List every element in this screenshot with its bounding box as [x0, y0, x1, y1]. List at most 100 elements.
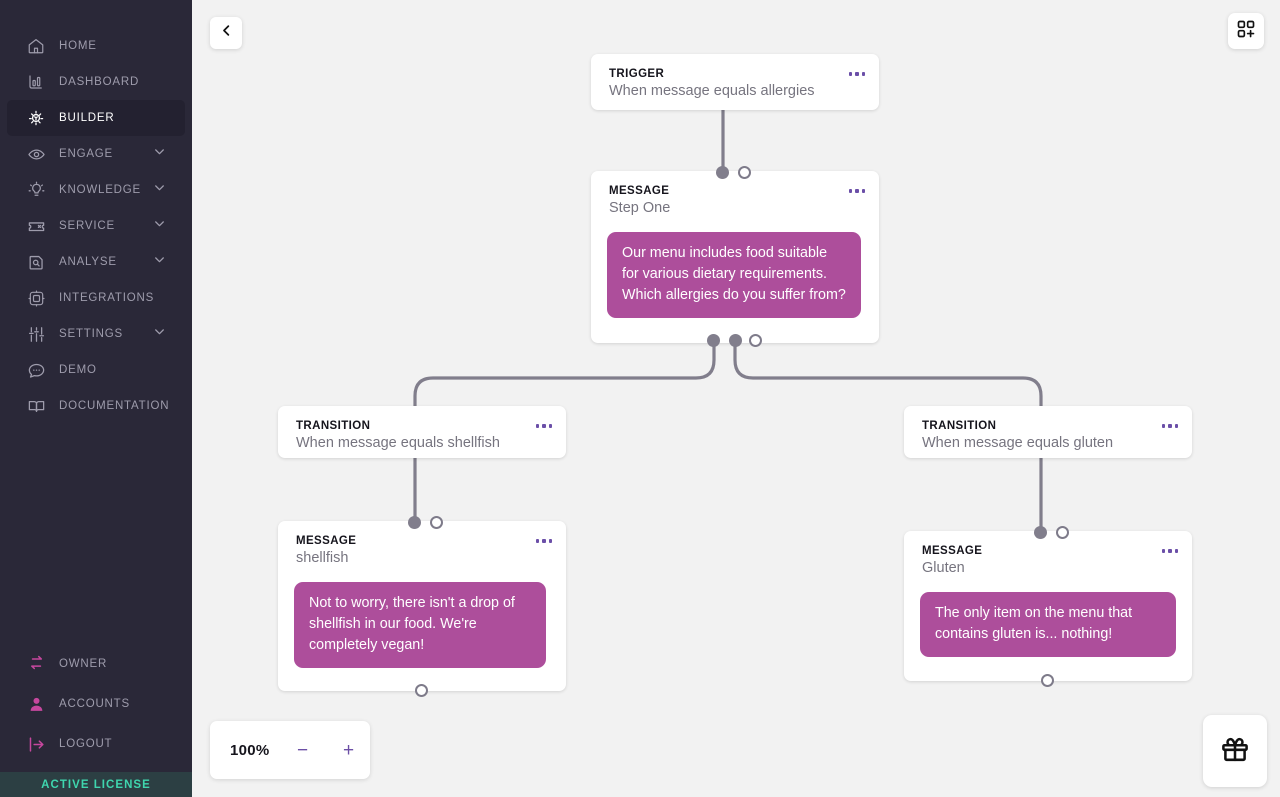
chevron-left-icon — [219, 23, 234, 43]
node-port-in-filled[interactable] — [408, 516, 421, 529]
ticket-icon — [26, 216, 46, 236]
more-options-icon[interactable] — [1161, 549, 1178, 553]
node-name-label: When message equals gluten — [922, 435, 1114, 451]
sidebar-item-label: INTEGRATIONS — [59, 292, 155, 304]
active-license-badge: ACTIVE LICENSE — [0, 772, 192, 797]
sidebar-item-dashboard[interactable]: DASHBOARD — [7, 64, 185, 100]
sidebar-account-nav: OWNER ACCOUNTS LOGOUT — [0, 644, 192, 772]
logout-icon — [26, 734, 46, 754]
sidebar-item-engage[interactable]: ENGAGE — [7, 136, 185, 172]
sidebar-item-knowledge[interactable]: KNOWLEDGE — [7, 172, 185, 208]
sidebar-item-integrations[interactable]: INTEGRATIONS — [7, 280, 185, 316]
grid-plus-icon — [1236, 19, 1256, 44]
node-name-label: Step One — [609, 200, 671, 216]
node-name-label: Gluten — [922, 560, 965, 576]
node-port-out-filled-1[interactable] — [707, 334, 720, 347]
zoom-control: 100% − + — [210, 721, 370, 779]
sidebar-item-label: ANALYSE — [59, 256, 117, 268]
more-options-icon[interactable] — [848, 72, 865, 76]
node-port-in-filled[interactable] — [716, 166, 729, 179]
flow-node-message-shellfish[interactable]: MESSAGE shellfish Not to worry, there is… — [278, 521, 566, 691]
home-icon — [26, 36, 46, 56]
switch-arrows-icon — [26, 654, 46, 674]
flow-node-trigger[interactable]: TRIGGER When message equals allergies — [591, 54, 879, 110]
sidebar-item-builder[interactable]: BUILDER — [7, 100, 185, 136]
sidebar-item-label: DOCUMENTATION — [59, 400, 170, 412]
chevron-down-icon[interactable] — [153, 325, 166, 343]
node-name-label: shellfish — [296, 550, 349, 566]
lightbulb-icon — [26, 180, 46, 200]
flow-node-transition-shellfish[interactable]: TRANSITION When message equals shellfish — [278, 406, 566, 458]
sidebar-item-label: SETTINGS — [59, 328, 123, 340]
message-bubble: Not to worry, there isn't a drop of shel… — [294, 582, 546, 668]
node-name-label: When message equals allergies — [609, 83, 815, 99]
dashboard-icon — [26, 72, 46, 92]
book-icon — [26, 396, 46, 416]
message-bubble: The only item on the menu that contains … — [920, 592, 1176, 657]
gift-button[interactable] — [1203, 715, 1267, 787]
sidebar-item-documentation[interactable]: DOCUMENTATION — [7, 388, 185, 424]
sidebar-item-label: ACCOUNTS — [59, 698, 130, 710]
node-port-in-hollow[interactable] — [738, 166, 751, 179]
chevron-down-icon[interactable] — [153, 253, 166, 271]
flow-node-step-one[interactable]: MESSAGE Step One Our menu includes food … — [591, 171, 879, 343]
sidebar-item-label: KNOWLEDGE — [59, 184, 142, 196]
sidebar-item-service[interactable]: SERVICE — [7, 208, 185, 244]
sidebar-item-accounts[interactable]: ACCOUNTS — [7, 684, 185, 724]
more-options-icon[interactable] — [535, 539, 552, 543]
more-options-icon[interactable] — [535, 424, 552, 428]
sidebar-item-label: DASHBOARD — [59, 76, 140, 88]
node-kind-label: TRIGGER — [609, 68, 665, 80]
node-port-in-hollow[interactable] — [430, 516, 443, 529]
more-options-icon[interactable] — [848, 189, 865, 193]
sidebar-item-label: SERVICE — [59, 220, 115, 232]
sidebar-item-demo[interactable]: DEMO — [7, 352, 185, 388]
node-header: TRIGGER When message equals allergies — [591, 54, 879, 99]
node-port-out-filled-2[interactable] — [729, 334, 742, 347]
node-header: MESSAGE Step One — [591, 171, 879, 216]
node-port-in-filled[interactable] — [1034, 526, 1047, 539]
flow-node-transition-gluten[interactable]: TRANSITION When message equals gluten — [904, 406, 1192, 458]
sidebar-item-logout[interactable]: LOGOUT — [7, 724, 185, 764]
chevron-down-icon[interactable] — [153, 145, 166, 163]
node-port-in-hollow[interactable] — [1056, 526, 1069, 539]
node-kind-label: MESSAGE — [296, 535, 357, 547]
node-header: MESSAGE shellfish — [278, 521, 566, 566]
sidebar-item-label: BUILDER — [59, 112, 115, 124]
node-header: TRANSITION When message equals gluten — [904, 406, 1192, 451]
builder-icon — [26, 108, 46, 128]
zoom-in-button[interactable]: + — [343, 739, 355, 761]
sidebar-item-label: ENGAGE — [59, 148, 114, 160]
sidebar-spacer — [0, 424, 192, 644]
node-header: MESSAGE Gluten — [904, 531, 1192, 576]
add-block-button[interactable] — [1228, 13, 1264, 49]
eye-icon — [26, 144, 46, 164]
sidebar-item-label: DEMO — [59, 364, 97, 376]
chat-icon — [26, 360, 46, 380]
message-bubble: Our menu includes food suitable for vari… — [607, 232, 861, 318]
zoom-out-button[interactable]: − — [297, 739, 309, 761]
node-kind-label: MESSAGE — [609, 185, 670, 197]
chevron-down-icon[interactable] — [153, 217, 166, 235]
node-kind-label: TRANSITION — [922, 420, 997, 432]
more-options-icon[interactable] — [1161, 424, 1178, 428]
integrations-icon — [26, 288, 46, 308]
node-header: TRANSITION When message equals shellfish — [278, 406, 566, 451]
sidebar-item-label: OWNER — [59, 658, 108, 670]
node-port-out-hollow[interactable] — [415, 684, 428, 697]
sidebar-item-home[interactable]: HOME — [7, 28, 185, 64]
flow-canvas[interactable]: 100% − + TRIGGER When message equals all… — [192, 0, 1280, 797]
node-kind-label: TRANSITION — [296, 420, 371, 432]
analyse-icon — [26, 252, 46, 272]
node-port-out-hollow[interactable] — [1041, 674, 1054, 687]
back-button[interactable] — [210, 17, 242, 49]
sidebar-item-owner[interactable]: OWNER — [7, 644, 185, 684]
flow-node-message-gluten[interactable]: MESSAGE Gluten The only item on the menu… — [904, 531, 1192, 681]
sliders-icon — [26, 324, 46, 344]
node-port-out-hollow[interactable] — [749, 334, 762, 347]
node-name-label: When message equals shellfish — [296, 435, 500, 451]
chevron-down-icon[interactable] — [153, 181, 166, 199]
sidebar-item-settings[interactable]: SETTINGS — [7, 316, 185, 352]
sidebar-item-analyse[interactable]: ANALYSE — [7, 244, 185, 280]
